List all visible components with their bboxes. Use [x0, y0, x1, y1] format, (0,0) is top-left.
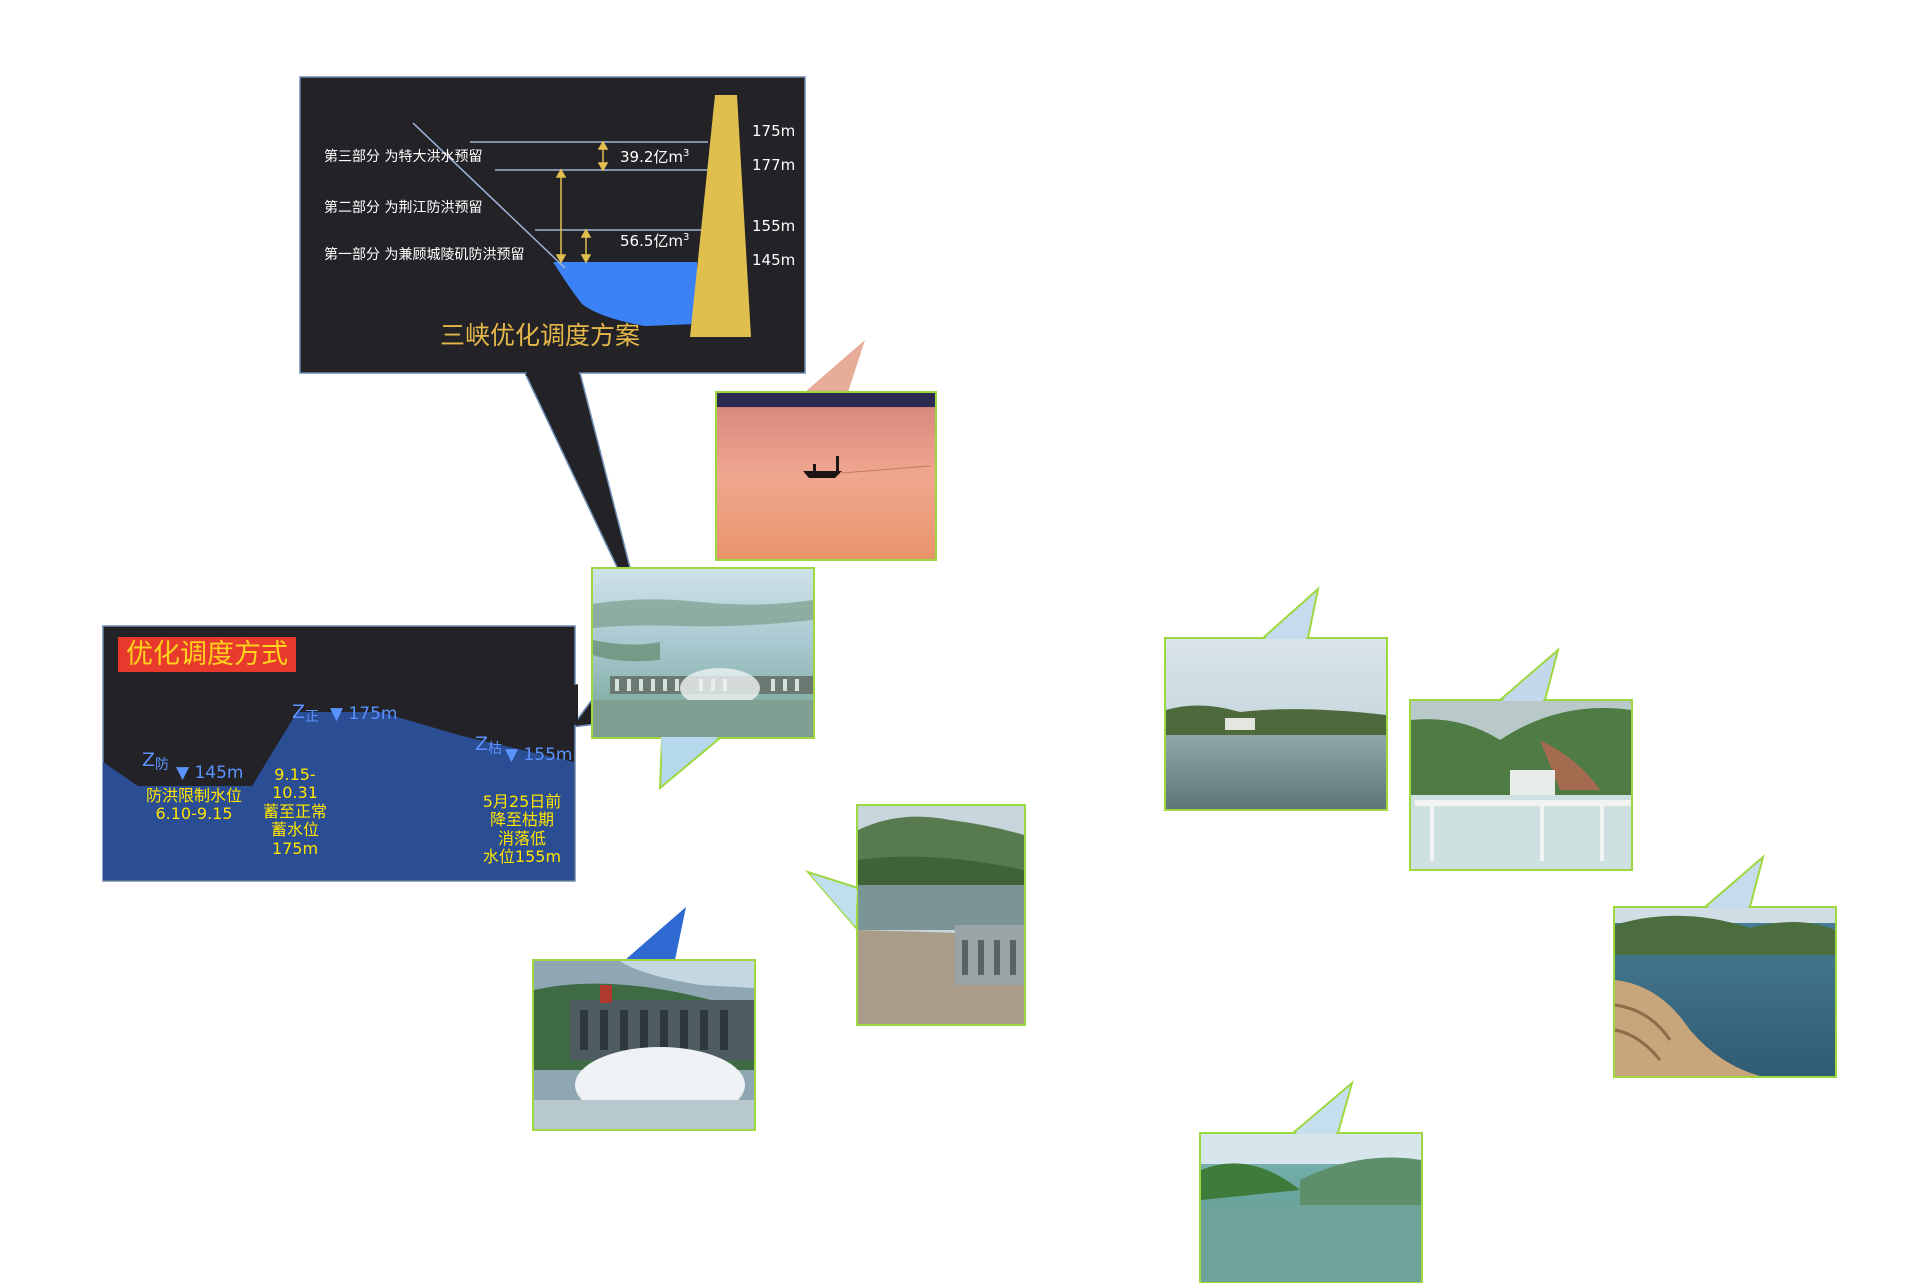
- volume-label-top: 39.2亿m3: [620, 148, 690, 166]
- volume-label-bottom: 56.5亿m3: [620, 232, 690, 250]
- z-normal-level: ▼ 175m: [330, 704, 398, 724]
- elevation-155-label: 155m: [752, 217, 796, 235]
- elevation-177-label: 177m: [752, 156, 796, 174]
- mode-title: 优化调度方式: [118, 637, 296, 673]
- volume-arrows: [555, 140, 609, 264]
- stage-normal-desc: 9.15- 10.31 蓄至正常 蓄水位 175m: [262, 765, 327, 858]
- reservoir-shore-photo: [1613, 854, 1837, 1078]
- part-three-label: 第三部分 为特大洪水预留: [324, 149, 483, 165]
- z-normal-label: Z正: [292, 701, 320, 725]
- scheme-panel: [299, 76, 806, 627]
- part-two-label: 第二部分 为荆江防洪预留: [324, 200, 483, 216]
- z-dry-label: Z枯: [475, 733, 503, 757]
- stage-dry-desc: 5月25日前 降至枯期 消落低 水位155m: [482, 792, 562, 867]
- scheme-title: 三峡优化调度方案: [440, 321, 641, 350]
- dam-body: [690, 95, 751, 337]
- z-flood-label: Z防: [142, 749, 170, 773]
- elevation-145-label: 145m: [752, 251, 796, 269]
- sunset-boat-photo: [715, 340, 937, 561]
- hillside-bridge-photo: [1409, 647, 1633, 871]
- z-dry-level: ▼ 155m: [505, 745, 573, 765]
- stage-flood-desc: 防洪限制水位 6.10-9.15: [145, 786, 242, 824]
- reservoir-slope: [412, 122, 566, 269]
- three-gorges-dam-aerial-photo: [591, 567, 815, 791]
- elevation-175-label: 175m: [752, 122, 796, 140]
- dam-spillway-photo: [532, 907, 756, 1131]
- mountain-reservoir-dam-photo: [804, 804, 1026, 1026]
- reservoir-water: [553, 262, 697, 326]
- lake-village-photo: [1164, 586, 1388, 811]
- green-hills-lake-photo: [1199, 1080, 1423, 1283]
- z-flood-level: ▼ 145m: [176, 763, 244, 783]
- part-one-label: 第一部分 为兼顾城陵矶防洪预留: [324, 247, 525, 263]
- mode-water-profile: [103, 712, 574, 880]
